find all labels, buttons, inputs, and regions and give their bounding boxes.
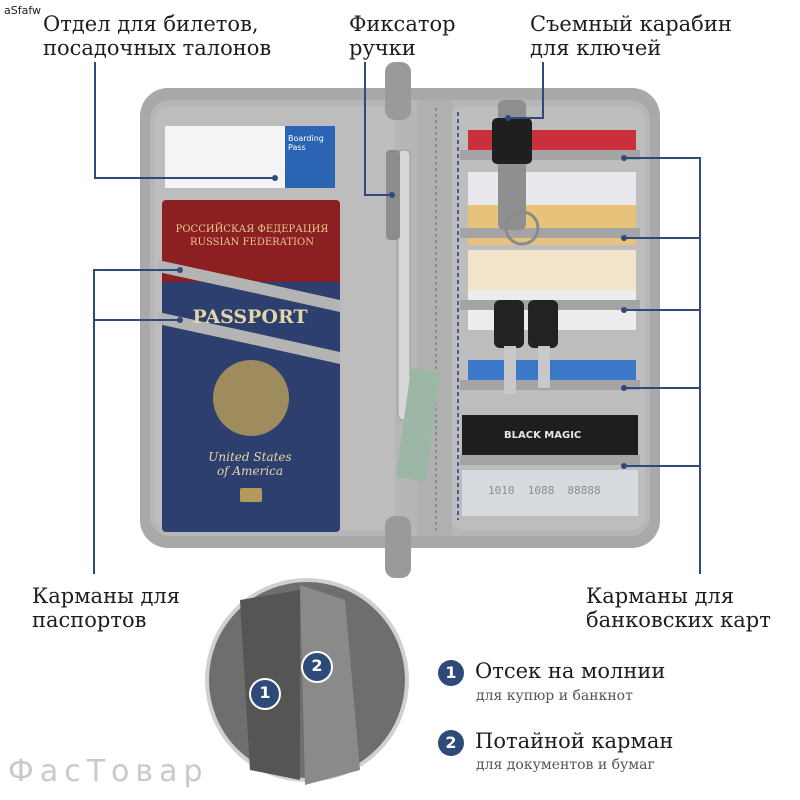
label-carabiner-line1: Съемный карабин <box>530 12 732 36</box>
legend-title-2: Потайной карман <box>475 729 674 753</box>
label-cards-line1: Карманы для <box>586 584 734 608</box>
card-number: 1010 1088 88888 <box>488 484 601 497</box>
key-2 <box>528 300 558 348</box>
inset-number-1: 1 <box>259 683 271 702</box>
key-1 <box>494 300 524 348</box>
label-tickets-line1: Отдел для билетов, <box>43 12 259 36</box>
card-light-2 <box>468 250 636 295</box>
legend-subtitle-2: для документов и бумаг <box>476 757 655 773</box>
label-passports-line2: паспортов <box>32 608 147 632</box>
legend-title-1: Отсек на молнии <box>475 659 666 683</box>
zipper-pull-top <box>385 62 411 120</box>
label-tickets-line2: посадочных талонов <box>43 36 272 60</box>
russian-passport-line1: РОССИЙСКАЯ ФЕДЕРАЦИЯ <box>175 224 329 235</box>
legend-badge-1: 1 <box>438 660 464 686</box>
card-clear <box>462 470 638 516</box>
inset-number-2: 2 <box>311 656 323 675</box>
corner-text: aSfafw <box>4 4 42 17</box>
zipper-pull-bottom <box>385 516 411 578</box>
eagle-seal-icon <box>213 360 289 436</box>
boarding-pass-text: Boarding Pass <box>288 134 324 152</box>
key-ring-icon <box>504 210 540 246</box>
card-gold <box>468 205 636 245</box>
us-passport-line1: United States <box>208 450 292 464</box>
leader-lines <box>93 62 701 574</box>
card-name: BLACK MAGIC <box>504 430 582 441</box>
watermark: ФасТовар <box>8 754 209 789</box>
label-carabiner-line2: для ключей <box>530 36 662 60</box>
us-passport-title: PASSPORT <box>192 306 308 328</box>
label-pen-line2: ручки <box>349 36 416 60</box>
legend-subtitle-1: для купюр и банкнот <box>476 688 633 704</box>
banknotes <box>395 368 441 482</box>
russian-passport-line2: RUSSIAN FEDERATION <box>190 237 314 248</box>
legend-badge-2: 2 <box>438 730 464 756</box>
label-passports-line1: Карманы для <box>32 584 180 608</box>
us-passport-line2: of America <box>216 464 284 478</box>
carabiner-buckle <box>492 118 532 164</box>
label-cards-line2: банковских карт <box>586 608 771 632</box>
label-pen-line1: Фиксатор <box>349 12 456 36</box>
